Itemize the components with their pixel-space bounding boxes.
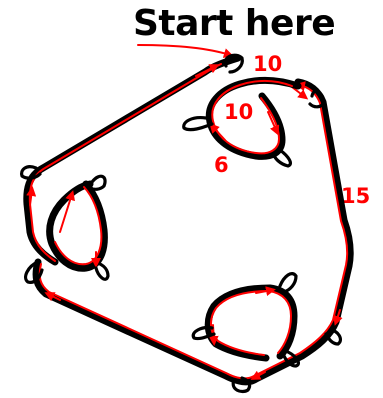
outer-rope: [27, 58, 350, 382]
outer-path: [30, 64, 347, 378]
ear-left-inner: [90, 176, 105, 189]
inner-loop-top-rope: [209, 80, 298, 156]
start-pointer-arrow: [138, 45, 230, 55]
